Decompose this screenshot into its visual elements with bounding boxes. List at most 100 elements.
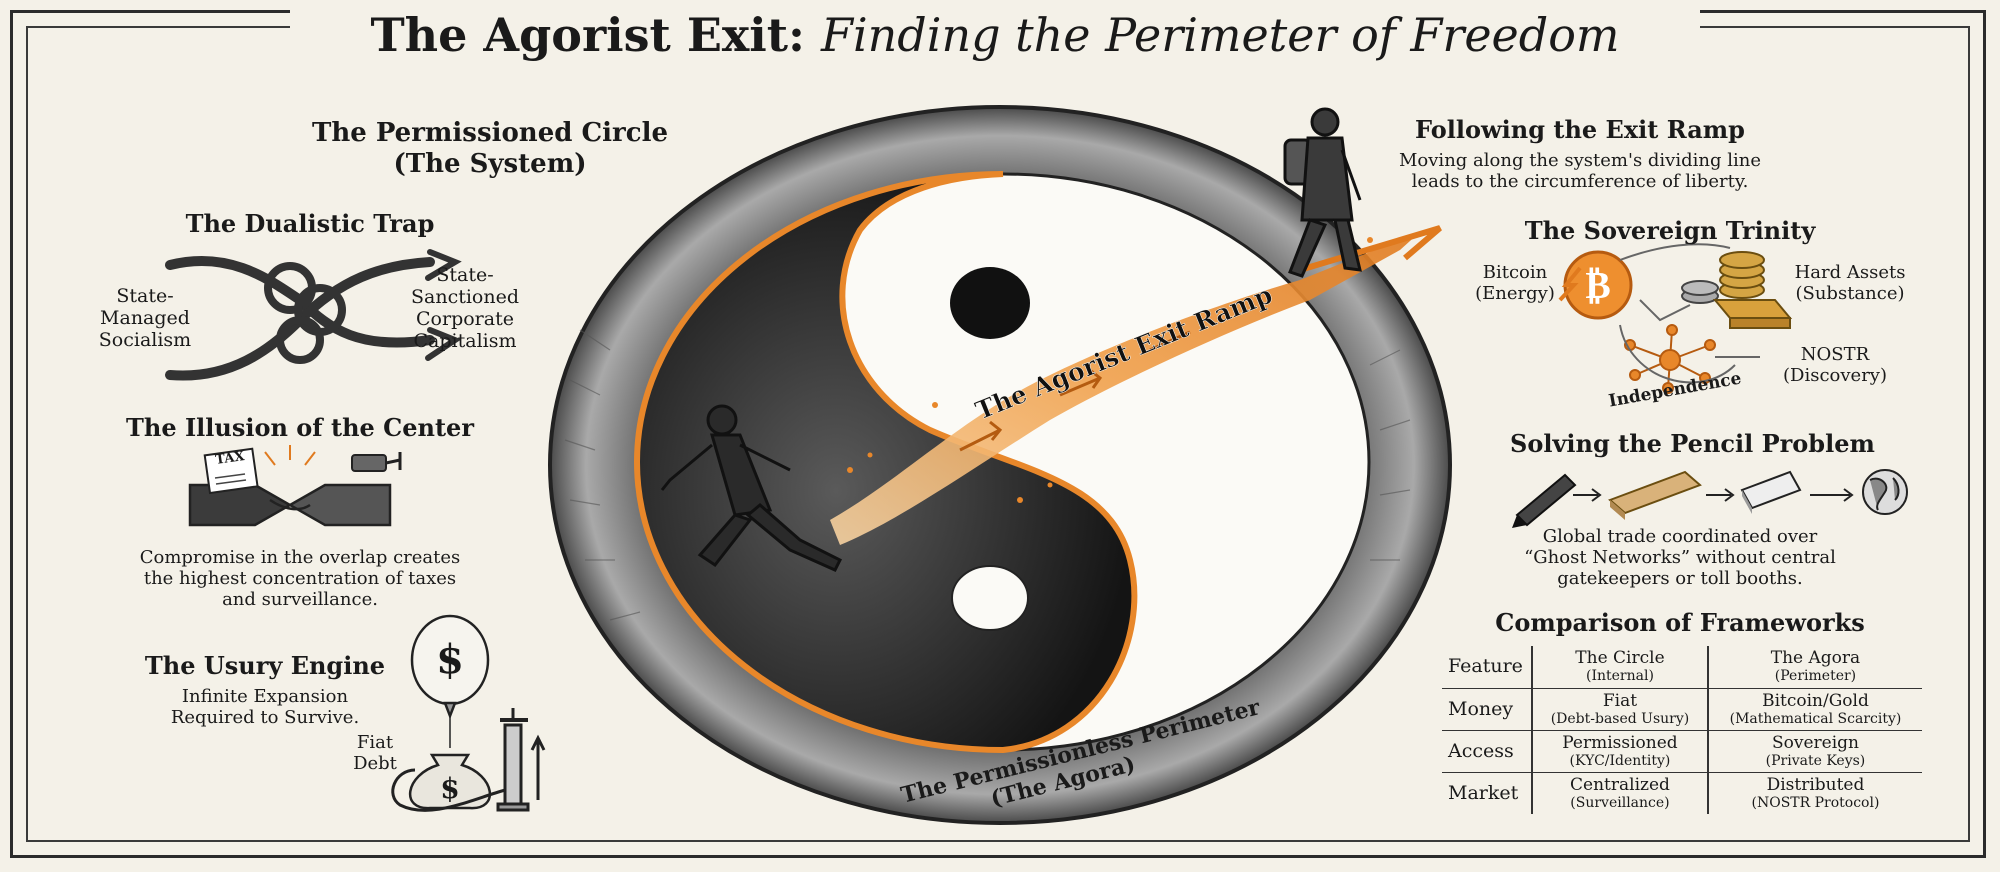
handshake-icon [188,445,392,527]
following-caption: Moving along the system's dividing line … [1370,150,1790,192]
row-agora-value: Bitcoin/Gold [1762,690,1869,711]
header-circle: The Circle (Internal) [1531,646,1708,688]
hard-assets-label-line2: (Substance) [1795,283,1905,304]
trinity-heading: The Sovereign Trinity [1524,216,1816,245]
bitcoin-label-line1: Bitcoin [1482,262,1548,283]
row-agora-value: Distributed [1766,774,1865,795]
row-circle-value: Centralized [1570,774,1670,795]
comparison-table: Feature The Circle (Internal) The Agora … [1442,646,1922,814]
table-row: Money Fiat(Debt-based Usury) Bitcoin/Gol… [1442,687,1922,730]
following-heading: Following the Exit Ramp [1415,115,1745,144]
row-circle-value: Fiat [1602,690,1638,711]
balloon-dollar: $ [436,636,464,683]
table-header-row: Feature The Circle (Internal) The Agora … [1442,646,1922,688]
bitcoin-symbol: ₿ [1585,262,1611,307]
pump-icon [391,708,546,812]
following-caption-line2: leads to the circumference of liberty. [1411,171,1749,192]
gold-bar-icon [1712,299,1793,329]
page-title: The Agorist Exit: Finding the Perimeter … [290,6,1700,64]
nostr-label: NOSTR (Discovery) [1770,344,1900,386]
running-man-icon [660,404,843,572]
row-feature: Money [1442,687,1532,730]
title-main: The Agorist Exit: [370,8,806,62]
socialism-label-line1: State- [116,285,174,307]
bitcoin-label: Bitcoin (Energy) [1460,262,1570,304]
permissioned-circle-line1: The Permissioned Circle [311,118,668,148]
fiat-label-line1: Fiat [356,732,394,753]
bitcoin-coin-icon [1558,250,1633,320]
illusion-caption-line1: Compromise in the overlap creates [139,547,461,568]
row-circle-sub: (KYC/Identity) [1569,752,1671,769]
row-circle: Permissioned(KYC/Identity) [1531,729,1708,772]
walking-man-icon [1283,107,1362,278]
camera-icon [351,452,402,472]
nostr-label-line2: (Discovery) [1783,365,1887,386]
illusion-center-caption: Compromise in the overlap creates the hi… [110,547,490,610]
row-circle-value: Permissioned [1562,732,1678,753]
row-agora: Sovereign(Private Keys) [1706,729,1922,772]
header-circle-label: The Circle [1575,648,1665,669]
illusion-center-heading: The Illusion of the Center [126,413,474,442]
socialism-label-line3: Socialism [98,329,192,351]
header-agora-sub: (Perimeter) [1774,668,1857,685]
network-icon [1624,324,1716,394]
dualistic-trap-heading: The Dualistic Trap [185,209,435,238]
balloon-icon [410,614,490,748]
fiat-debt-label: Fiat Debt [340,732,410,774]
bitcoin-label-line2: (Energy) [1475,283,1555,304]
following-caption-line1: Moving along the system's dividing line [1399,150,1761,171]
pencil-caption-line1: Global trade coordinated over [1542,526,1818,547]
title-subtitle: Finding the Perimeter of Freedom [821,8,1620,62]
header-circle-sub: (Internal) [1586,668,1654,685]
socialism-label: State- Managed Socialism [90,285,200,351]
pencil-caption-line2: “Ghost Networks” without central [1524,547,1836,568]
row-circle-sub: (Surveillance) [1570,794,1670,811]
row-agora: Distributed(NOSTR Protocol) [1706,771,1922,814]
row-agora-value: Sovereign [1771,732,1859,753]
comparison-heading: Comparison of Frameworks [1495,608,1865,637]
table-row: Market Centralized(Surveillance) Distrib… [1442,771,1922,814]
yin-yang-diagram [548,105,1452,825]
row-feature: Access [1442,729,1532,772]
row-circle-sub: (Debt-based Usury) [1550,710,1690,727]
illusion-caption-line2: the highest concentration of taxes [143,568,457,589]
table-row: Access Permissioned(KYC/Identity) Sovere… [1442,729,1922,772]
usury-engine-heading: The Usury Engine [144,651,386,680]
capitalism-label-line3: Corporate [416,308,514,330]
capitalism-label: State- Sanctioned Corporate Capitalism [400,264,530,352]
hard-assets-label-line1: Hard Assets [1794,262,1906,283]
tax-document-icon [203,447,259,495]
header-agora-label: The Agora [1770,648,1861,669]
pencil-caption-line3: gatekeepers or toll booths. [1557,568,1803,589]
usury-caption-line2: Required to Survive. [170,707,360,728]
globe-icon [1862,469,1908,515]
nostr-label-line1: NOSTR [1800,344,1870,365]
permissioned-circle-line2: (The System) [393,149,587,179]
pencil-icon [1512,473,1577,528]
row-agora-sub: (NOSTR Protocol) [1751,794,1880,811]
money-bag-icon [409,753,491,810]
socialism-label-line2: Managed [100,307,190,329]
wood-plank-icon [1608,470,1702,520]
fiat-label-line2: Debt [353,753,397,774]
eraser-icon [1740,470,1802,514]
row-agora-sub: (Private Keys) [1765,752,1866,769]
row-circle: Centralized(Surveillance) [1531,771,1708,814]
capitalism-label-line4: Capitalism [413,330,517,352]
trinity-connectors [1619,243,1760,384]
row-agora: Bitcoin/Gold(Mathematical Scarcity) [1706,687,1922,730]
usury-engine-caption: Infinite Expansion Required to Survive. [140,686,390,728]
hard-assets-label: Hard Assets (Substance) [1780,262,1920,304]
illusion-caption-line3: and surveillance. [222,589,378,610]
capitalism-label-line1: State- [436,264,494,286]
header-agora: The Agora (Perimeter) [1706,646,1922,688]
pencil-caption: Global trade coordinated over “Ghost Net… [1480,526,1880,589]
bag-dollar: $ [440,772,460,805]
capitalism-label-line2: Sanctioned [410,286,520,308]
coin-stack-icon [1681,251,1765,304]
chain-arrows [1573,488,1854,502]
row-agora-sub: (Mathematical Scarcity) [1729,710,1902,727]
permissioned-circle-title: The Permissioned Circle (The System) [280,118,700,180]
row-feature: Market [1442,771,1532,814]
